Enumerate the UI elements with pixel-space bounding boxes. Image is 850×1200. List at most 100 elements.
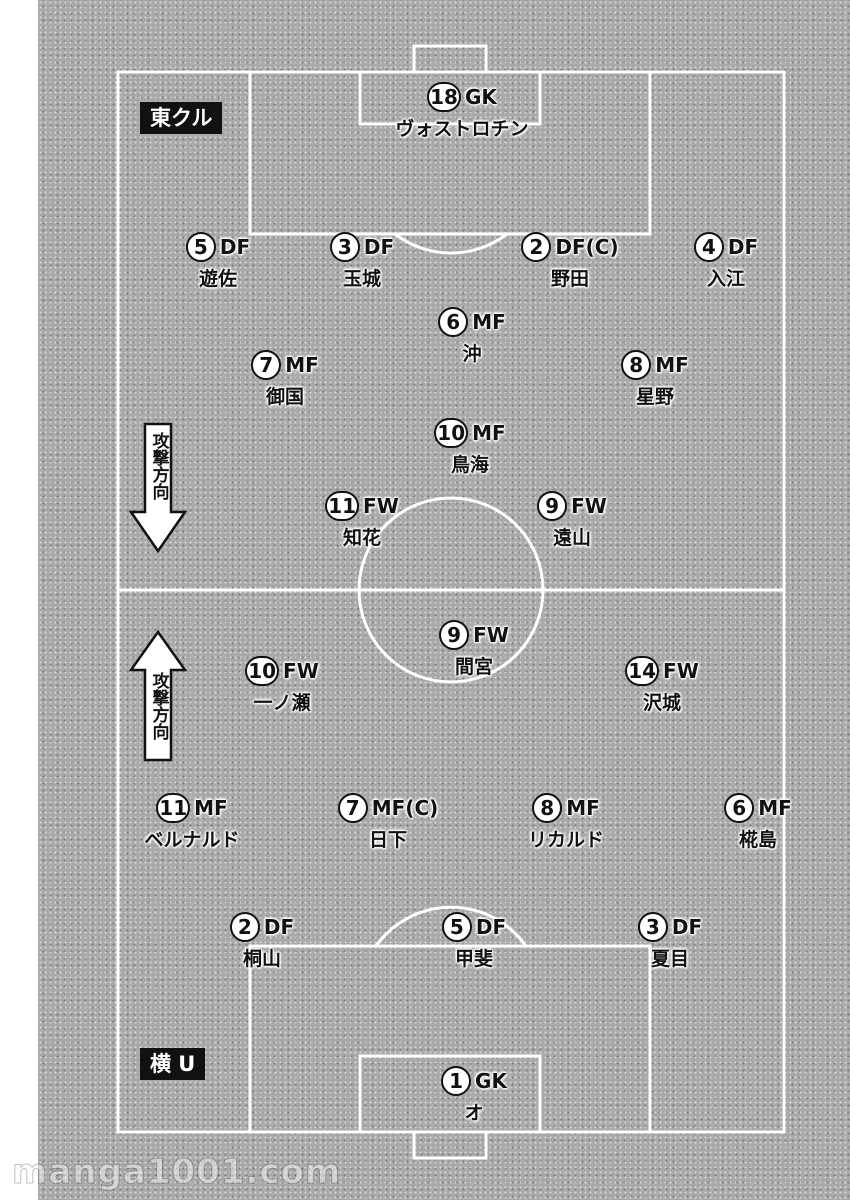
player-name: 日下 — [368, 829, 407, 851]
player-position: DF — [475, 915, 507, 939]
player-position: FW — [283, 659, 319, 683]
player-position: MF — [655, 353, 689, 377]
top-team-label: 東クル — [140, 102, 223, 135]
player-position: MF — [472, 421, 506, 445]
bottom-goal — [412, 1130, 488, 1160]
player-position: DF — [219, 235, 251, 259]
top-penalty-arc — [394, 232, 508, 255]
player-number: 11 — [156, 793, 191, 823]
player-name: 遊佐 — [198, 268, 237, 290]
player-number: 10 — [245, 656, 280, 686]
player-name: 椛島 — [738, 829, 777, 851]
player-name: 桐山 — [242, 948, 281, 970]
player-position: FW — [571, 494, 607, 518]
player-position: GK — [464, 85, 497, 109]
up-arrow-icon — [128, 629, 188, 762]
player-number: 14 — [625, 656, 660, 686]
player-position: MF — [758, 796, 792, 820]
player-number: 8 — [621, 350, 652, 380]
player-number: 2 — [521, 232, 552, 262]
player-position: MF — [566, 796, 600, 820]
player-name: 沖 — [462, 343, 482, 365]
player-position: MF — [472, 310, 506, 334]
player-number: 3 — [329, 232, 360, 262]
player-name: リカルド — [527, 829, 604, 851]
player-name: ヴォストロチン — [395, 118, 529, 140]
player-number: 3 — [637, 912, 668, 942]
top-attack-direction-label: 攻撃方向 — [148, 432, 169, 500]
player-name: ベルナルド — [144, 829, 240, 851]
down-arrow-icon — [128, 422, 188, 554]
player-position: DF — [263, 915, 295, 939]
player-name: 間宮 — [454, 656, 493, 678]
player-number: 7 — [251, 350, 282, 380]
player-position: DF(C) — [555, 235, 619, 259]
player-number: 7 — [337, 793, 368, 823]
player-name: 鳥海 — [450, 454, 489, 476]
center-circle — [357, 496, 545, 684]
player-number: 5 — [441, 912, 472, 942]
bottom-penalty-arc — [374, 905, 528, 947]
player-number: 6 — [724, 793, 755, 823]
player-number: 5 — [185, 232, 216, 262]
player-name: 星野 — [635, 386, 674, 408]
player-name: 遠山 — [552, 527, 591, 549]
top-attack-direction: 攻撃方向 — [128, 420, 188, 555]
player-position: FW — [473, 623, 509, 647]
player-name: 知花 — [342, 527, 381, 549]
player-number: 8 — [532, 793, 563, 823]
player-name: 玉城 — [342, 268, 381, 290]
player-position: FW — [363, 494, 399, 518]
player-name: 一ノ瀬 — [253, 692, 311, 714]
bottom-attack-direction: 攻撃方向 — [128, 628, 188, 764]
top-goal — [412, 44, 488, 74]
player-position: GK — [475, 1069, 507, 1093]
player-name: 沢城 — [642, 692, 681, 714]
touchline-boundary — [116, 70, 786, 1134]
player-number: 2 — [229, 912, 260, 942]
player-number: 9 — [439, 620, 470, 650]
player-position: MF — [285, 353, 319, 377]
player-position: DF — [671, 915, 703, 939]
player-number: 9 — [537, 491, 568, 521]
player-name: 甲斐 — [454, 948, 493, 970]
player-position: FW — [663, 659, 699, 683]
player-position: MF — [194, 796, 228, 820]
player-position: DF — [727, 235, 759, 259]
player-position: MF(C) — [371, 796, 439, 820]
watermark: manga1001.com — [11, 1152, 342, 1193]
bottom-team-label: 横 U — [140, 1048, 206, 1081]
player-number: 6 — [438, 307, 469, 337]
player-name: 野田 — [550, 268, 589, 290]
player-number: 4 — [693, 232, 724, 262]
pitch-background — [38, 0, 850, 1200]
player-name: 夏目 — [650, 948, 689, 970]
player-number: 10 — [434, 418, 469, 448]
bottom-attack-direction-label: 攻撃方向 — [148, 672, 169, 740]
player-name: オ — [464, 1102, 484, 1124]
player-number: 1 — [441, 1066, 472, 1096]
